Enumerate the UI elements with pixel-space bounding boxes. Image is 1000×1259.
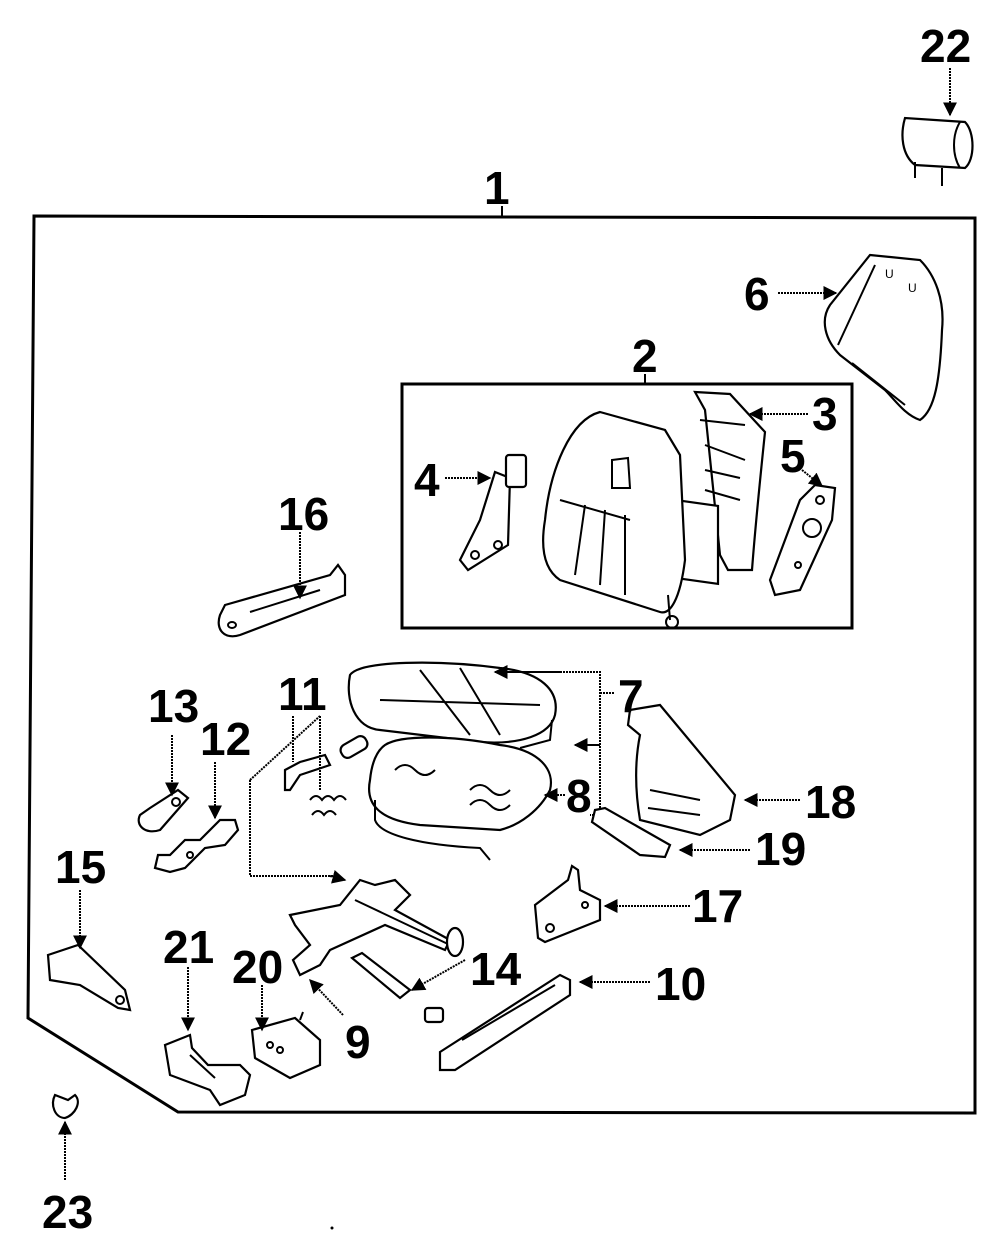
callout-12: 12	[200, 713, 251, 765]
recliner-bracket-part-5	[768, 483, 837, 597]
arrow-5	[801, 469, 824, 487]
callout-16: 16	[278, 488, 329, 540]
callout-22: 22	[920, 20, 971, 72]
bracket-part-17	[533, 864, 602, 944]
callout-17: 17	[692, 880, 743, 932]
headrest-frame-part-6: U U	[823, 253, 944, 422]
arrow-14	[410, 959, 466, 991]
callout-21: 21	[163, 921, 214, 973]
callout-15: 15	[55, 841, 106, 893]
callout-1: 1	[484, 162, 510, 214]
leader-11-frame	[249, 780, 340, 877]
assembly-outline-1	[26, 214, 977, 1115]
svg-text:U: U	[908, 281, 917, 295]
headrest-part-22	[901, 116, 974, 186]
callout-2: 2	[632, 330, 658, 382]
seat-track-frame-part-9	[288, 878, 465, 977]
callout-13: 13	[148, 680, 199, 732]
seat-frame-part-8	[368, 736, 552, 861]
arrow-11	[329, 869, 347, 884]
seat-rail-part-10	[423, 973, 572, 1072]
callout-11: 11	[278, 668, 327, 720]
clip-part-23	[51, 1093, 79, 1120]
callout-8: 8	[566, 770, 592, 822]
callout-23: 23	[42, 1186, 93, 1238]
cover-part-15	[46, 943, 132, 1012]
callout-5: 5	[780, 430, 806, 482]
seatback-frame-part-3	[678, 390, 767, 586]
callout-18: 18	[805, 776, 856, 828]
callout-20: 20	[232, 941, 283, 993]
callout-19: 19	[755, 823, 806, 875]
clip-part-21	[163, 1033, 252, 1107]
hinge-bracket-part-4	[458, 453, 528, 572]
callout-7: 7	[618, 670, 644, 722]
rod-part-14	[350, 951, 412, 1000]
seat-cushion-part-7	[347, 661, 557, 749]
callout-10: 10	[655, 958, 706, 1010]
bracket-11	[249, 715, 321, 790]
callout-6: 6	[744, 268, 770, 320]
svg-text:U: U	[885, 267, 894, 281]
trim-panel-part-18	[626, 703, 737, 837]
side-trim-part-16	[217, 563, 347, 638]
callout-3: 3	[812, 388, 838, 440]
trim-strip-part-19	[590, 806, 672, 859]
arrow-9	[309, 978, 344, 1016]
stray-dot	[330, 1226, 334, 1230]
seatback-outline-2	[400, 382, 854, 630]
callout-4: 4	[414, 454, 440, 506]
module-part-20	[250, 1011, 322, 1080]
seatback-cushion	[542, 410, 687, 629]
bracket-part-12	[153, 818, 240, 874]
callout-9: 9	[345, 1016, 371, 1068]
clip-part-13	[137, 788, 190, 833]
callout-14: 14	[470, 943, 522, 995]
lever-spring-part-11	[283, 735, 369, 817]
